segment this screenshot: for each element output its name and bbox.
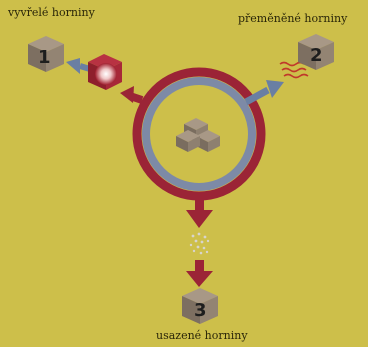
arrow-head-igneous	[120, 86, 134, 103]
label-igneous: vyvřelé horniny	[8, 6, 95, 19]
arrow-head-metamorphic	[266, 80, 284, 98]
label-metamorphic: přeměněné horniny	[238, 12, 347, 25]
arrow-to-rock-3-shaft	[195, 260, 204, 272]
arrow-head-rock-1	[66, 58, 80, 74]
sediment-particles	[190, 233, 209, 255]
marker-3: 3	[194, 300, 207, 321]
melting-rock-block	[88, 54, 122, 90]
pressure-lines	[280, 63, 308, 78]
arrow-head-rock-3	[186, 271, 213, 287]
marker-2: 2	[310, 45, 323, 66]
arrow-head-sediment	[186, 210, 213, 228]
label-sedimentary: usazené horniny	[156, 329, 248, 342]
center-rocks	[176, 118, 220, 152]
arrow-to-sediment-shaft	[195, 196, 204, 210]
marker-1: 1	[38, 47, 51, 68]
